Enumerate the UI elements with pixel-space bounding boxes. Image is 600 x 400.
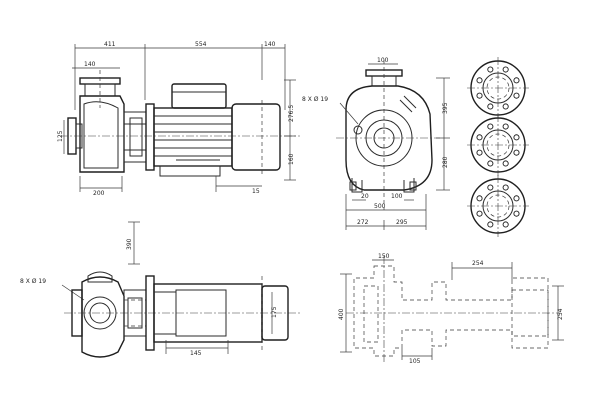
side-hole-callout: 8 X Ø 19 xyxy=(302,96,328,103)
dim-254: 254 xyxy=(472,260,484,267)
flange-bolt-hole xyxy=(476,77,483,84)
flange-bolt-hole xyxy=(476,134,483,141)
flange-bolt-hole xyxy=(502,103,509,110)
flange-bolt-hole xyxy=(487,123,494,130)
dim-295: 295 xyxy=(396,219,408,226)
flange-bolt-hole xyxy=(513,92,520,99)
dim-15: 15 xyxy=(252,188,260,195)
flange-bolt-hole xyxy=(513,77,520,84)
dim-395: 395 xyxy=(442,102,449,114)
dim-411: 411 xyxy=(104,41,116,48)
flange-3 xyxy=(467,175,529,237)
flange-2 xyxy=(467,114,529,176)
dim-140-top: 140 xyxy=(264,41,276,48)
dim-254-vertical: 254 xyxy=(557,308,564,320)
dim-20: 20 xyxy=(361,193,369,200)
dim-175: 175 xyxy=(271,306,278,318)
side-view: 100 8 X Ø 19 395 280 20 100 xyxy=(302,57,450,230)
flange-bolt-hole xyxy=(476,92,483,99)
flange-bolt-hole xyxy=(513,210,520,217)
flange-bolt-hole xyxy=(502,184,509,191)
flange-bolt-hole xyxy=(502,66,509,73)
flange-bolt-hole xyxy=(513,149,520,156)
dim-140-left: 140 xyxy=(84,61,96,68)
flange-views xyxy=(467,57,529,237)
dim-100-bottom: 100 xyxy=(391,193,403,200)
flange-bolt-hole xyxy=(502,160,509,167)
flange-bolt-hole xyxy=(487,221,494,228)
dim-554: 554 xyxy=(195,41,207,48)
flange-bolt-hole xyxy=(513,195,520,202)
dim-125: 125 xyxy=(57,130,64,142)
dim-145: 145 xyxy=(190,350,202,357)
dim-200: 200 xyxy=(93,190,105,197)
motor-fins xyxy=(154,115,232,157)
dim-160: 160 xyxy=(288,153,295,165)
flange-1 xyxy=(467,57,529,119)
dim-272: 272 xyxy=(357,219,369,226)
dim-100-top: 100 xyxy=(377,57,389,64)
dim-400: 400 xyxy=(338,308,345,320)
flange-bolt-hole xyxy=(487,66,494,73)
dim-280: 280 xyxy=(442,156,449,168)
top-view: 390 8 X Ø 19 175 145 xyxy=(20,221,300,358)
dim-390: 390 xyxy=(126,238,133,250)
flange-bolt-hole xyxy=(487,103,494,110)
flange-bolt-hole xyxy=(513,134,520,141)
flange-bolt-hole xyxy=(476,149,483,156)
top-hole-callout: 8 X Ø 19 xyxy=(20,278,46,285)
dim-500: 500 xyxy=(374,203,386,210)
flange-bolt-hole xyxy=(502,221,509,228)
flange-bolt-hole xyxy=(487,184,494,191)
dim-105: 105 xyxy=(409,358,421,365)
front-view: 411 554 140 140 125 xyxy=(57,41,300,197)
flange-bolt-hole xyxy=(476,210,483,217)
foundation-view: 150 254 400 254 105 xyxy=(338,253,564,365)
flange-bolt-hole xyxy=(502,123,509,130)
flange-bolt-hole xyxy=(476,195,483,202)
flange-bolt-hole xyxy=(487,160,494,167)
dim-276-5: 276.5 xyxy=(288,105,295,122)
